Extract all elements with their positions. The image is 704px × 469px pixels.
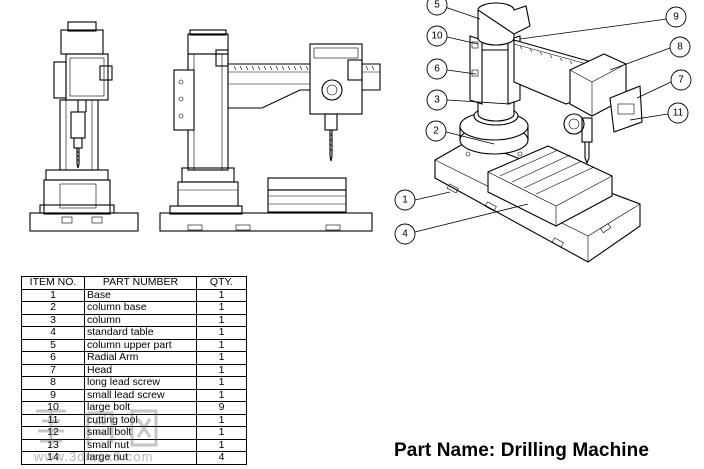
bom-part: standard table [84, 326, 197, 340]
svg-text:10: 10 [431, 31, 443, 42]
bom-qty: 9 [196, 401, 247, 415]
svg-text:2: 2 [433, 126, 439, 137]
bom-header-row: ITEM NO. PART NUMBER QTY. [21, 276, 247, 290]
balloon-10: 10 [426, 25, 448, 47]
bom-qty: 1 [196, 363, 247, 377]
bom-item: 14 [21, 451, 85, 465]
svg-text:11: 11 [673, 108, 684, 119]
svg-text:8: 8 [677, 42, 683, 53]
bom-item: 9 [21, 388, 85, 402]
svg-text:7: 7 [678, 75, 684, 86]
svg-text:1: 1 [402, 195, 408, 206]
bom-qty: 1 [196, 301, 247, 315]
bom-qty: 1 [196, 438, 247, 452]
bom-item: 13 [21, 438, 85, 452]
bom-header-qty: QTY. [196, 276, 247, 290]
leader-lines [414, 6, 672, 233]
balloon-1: 1 [394, 189, 416, 211]
bom-part: large bolt [84, 401, 197, 415]
bom-qty: 1 [196, 288, 247, 302]
bom-item: 5 [21, 338, 85, 352]
bom-part: Radial Arm [84, 351, 197, 365]
balloon-6: 6 [426, 58, 448, 80]
isometric-view [434, 2, 643, 263]
balloon-2: 2 [425, 120, 447, 142]
bom-part: column [84, 313, 197, 327]
bom-qty: 1 [196, 313, 247, 327]
balloon-3: 3 [426, 89, 448, 111]
bom-qty: 1 [196, 351, 247, 365]
bom-item: 6 [21, 351, 85, 365]
svg-text:3: 3 [434, 95, 440, 106]
balloon-11: 11 [667, 102, 689, 124]
bom-part: small bolt [84, 426, 197, 440]
bom-item: 8 [21, 376, 85, 390]
bom-qty: 1 [196, 388, 247, 402]
bom-part: column base [84, 301, 197, 315]
bom-item: 4 [21, 326, 85, 340]
bom-part: column upper part [84, 338, 197, 352]
balloon-9: 9 [665, 6, 687, 28]
part-name-title: Part Name: Drilling Machine [394, 440, 650, 461]
bom-part: Head [84, 363, 197, 377]
side-view [29, 21, 139, 232]
svg-text:6: 6 [434, 64, 440, 75]
bom-part: small lead screw [84, 388, 197, 402]
bom-qty: 4 [196, 451, 247, 465]
bom-part: long lead screw [84, 376, 197, 390]
bom-item: 11 [21, 413, 85, 427]
balloon-8: 8 [669, 36, 691, 58]
bom-qty: 1 [196, 326, 247, 340]
balloon-5: 5 [426, 0, 448, 16]
bom-part: large nut [84, 451, 197, 465]
bom-qty: 1 [196, 376, 247, 390]
bom-header-part: PART NUMBER [84, 276, 197, 290]
bom-qty: 1 [196, 426, 247, 440]
bom-qty: 1 [196, 413, 247, 427]
balloon-4: 4 [394, 223, 416, 245]
front-view [159, 29, 381, 232]
bom-header-item: ITEM NO. [21, 276, 85, 290]
bom-item: 12 [21, 426, 85, 440]
balloon-7: 7 [670, 69, 692, 91]
bom-part: cutting tool [84, 413, 197, 427]
bom-item: 2 [21, 301, 85, 315]
svg-text:9: 9 [673, 12, 679, 23]
svg-text:4: 4 [402, 229, 408, 240]
bom-item: 7 [21, 363, 85, 377]
bom-item: 1 [21, 288, 85, 302]
svg-text:5: 5 [434, 0, 440, 11]
bom-item: 10 [21, 401, 85, 415]
bom-item: 3 [21, 313, 85, 327]
bom-part: Base [84, 288, 197, 302]
bom-part: small nut [84, 438, 197, 452]
bom-qty: 1 [196, 338, 247, 352]
